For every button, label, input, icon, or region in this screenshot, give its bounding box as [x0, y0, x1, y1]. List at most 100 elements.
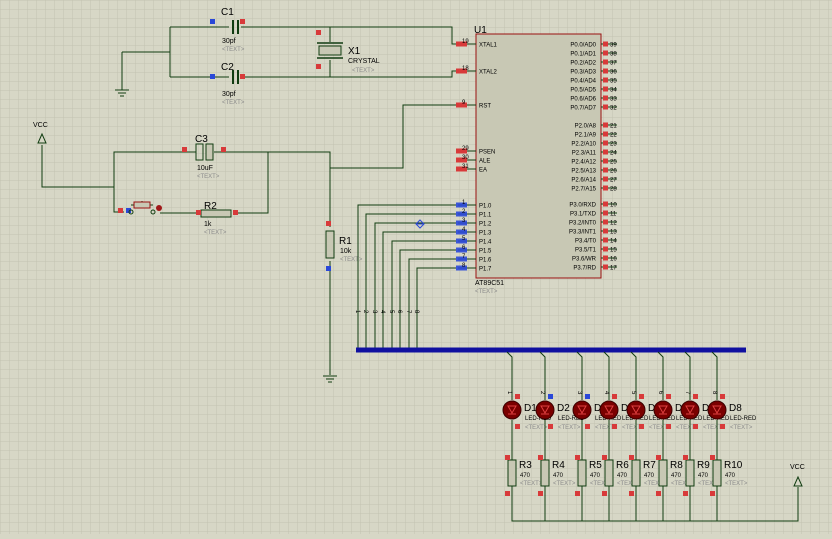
mcu-pin-right-37[interactable]: 37 P0.2/AD2 [570, 59, 617, 67]
led-1[interactable] [502, 400, 522, 420]
capacitor-c3[interactable]: C3 10uF <TEXT> [182, 134, 226, 180]
led-4[interactable] [599, 400, 619, 420]
led-hint: <TEXT> [558, 425, 581, 431]
resistor-r2[interactable]: R2 1k <TEXT> [196, 201, 238, 236]
resistor-hint: <TEXT> [644, 481, 667, 487]
led-bus-label: 1 [506, 391, 512, 395]
led-3[interactable] [572, 400, 592, 420]
bus-label: 2 [362, 310, 368, 314]
mcu-pin-left-8[interactable]: 8P1.7 [456, 263, 492, 273]
r2-hint: <TEXT> [204, 230, 227, 236]
resistor-r3[interactable] [505, 455, 517, 496]
pin-number: 15 [610, 248, 617, 254]
capacitor-c1[interactable]: C1 30pf <TEXT> [210, 7, 245, 53]
pin-number: 39 [610, 43, 617, 49]
pin-number: 19 [462, 39, 469, 45]
resistor-r7[interactable] [629, 455, 641, 496]
pin-number: 4 [462, 227, 466, 233]
pin-name: P1.3 [479, 231, 492, 237]
mcu-pin-left-5[interactable]: 5P1.4 [456, 236, 492, 246]
mcu-pin-left-7[interactable]: 7P1.6 [456, 254, 492, 264]
crystal-x1[interactable]: X1 CRYSTAL <TEXT> [316, 30, 380, 74]
pin-number: 36 [610, 70, 617, 76]
pin-name: P0.7/AD7 [570, 106, 596, 112]
resistor-hint: <TEXT> [553, 481, 576, 487]
resistor-r4[interactable] [538, 455, 550, 496]
pin-name: P3.3/INT1 [569, 230, 597, 236]
p1-wires[interactable] [357, 204, 456, 350]
pin-name: P0.2/AD2 [570, 61, 596, 67]
mcu-pin-left-2[interactable]: 2P1.1 [456, 209, 492, 219]
capacitor-c2[interactable]: C2 30pf <TEXT> [210, 62, 245, 106]
mcu-pin-left-4[interactable]: 4P1.3 [456, 227, 492, 237]
led-ref: D8 [729, 403, 742, 414]
reset-switch[interactable] [118, 201, 162, 215]
mcu-pin-left-6[interactable]: 6P1.5 [456, 245, 492, 255]
resistor-r6[interactable] [602, 455, 614, 496]
svg-text:VCC: VCC [33, 122, 48, 129]
resistor-r9[interactable] [683, 455, 695, 496]
reset-wires[interactable] [41, 104, 476, 375]
led-bank[interactable]: 1D1LED-RED<TEXT>R3470<TEXT>2D2LED-RED<TE… [502, 351, 757, 521]
mcu-pin-left-1[interactable]: 1P1.0 [456, 200, 492, 210]
led-7[interactable] [680, 400, 700, 420]
vcc-symbol-left: VCC [33, 122, 48, 144]
led-8[interactable] [707, 400, 727, 420]
led-5[interactable] [626, 400, 646, 420]
led-2[interactable] [535, 400, 555, 420]
resistor-ref: R3 [519, 460, 532, 471]
resistor-r1[interactable]: R1 10k <TEXT> [325, 221, 363, 271]
c2-ref: C2 [221, 62, 234, 73]
resistor-r5[interactable] [575, 455, 587, 496]
resistor-ref: R7 [643, 460, 656, 471]
resistor-hint: <TEXT> [671, 481, 694, 487]
pin-number: 26 [610, 169, 617, 175]
pin-number: 27 [610, 178, 617, 184]
mcu-u1[interactable]: U1 AT89C51 <TEXT> [474, 25, 602, 295]
pin-number: 37 [610, 61, 617, 67]
resistor-r8[interactable] [656, 455, 668, 496]
resistor-value: 470 [590, 473, 601, 479]
pin-number: 33 [610, 97, 617, 103]
mcu-pin-left-3[interactable]: 3P1.2 [456, 218, 492, 228]
led-6[interactable] [653, 400, 673, 420]
pin-number: 34 [610, 88, 617, 94]
resistor-r10[interactable] [710, 455, 722, 496]
led-hint: <TEXT> [649, 425, 672, 431]
pin-number: 28 [610, 187, 617, 193]
